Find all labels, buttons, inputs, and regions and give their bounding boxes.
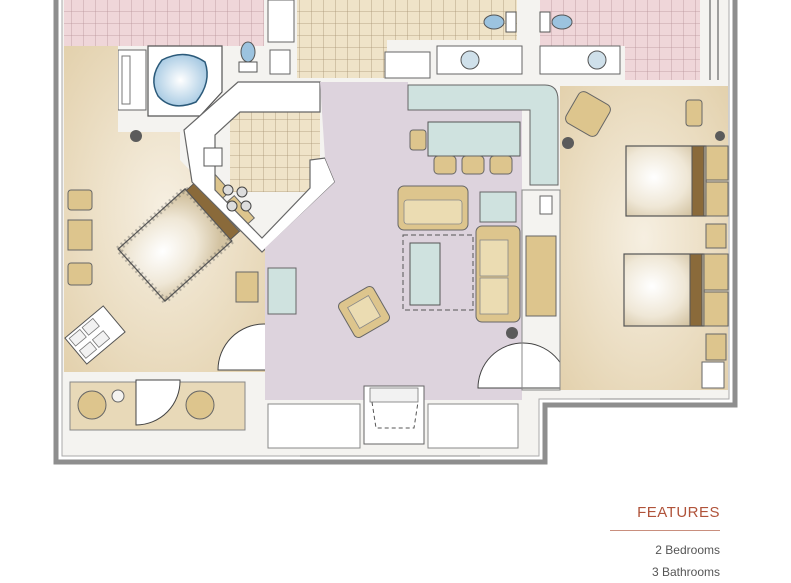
bed-one	[625, 145, 729, 217]
nightstand	[67, 189, 93, 211]
reading-chair	[565, 91, 611, 137]
feature-item-bathrooms: 3 Bathrooms	[651, 565, 720, 579]
breakfast-counter	[407, 84, 559, 186]
wall-divider	[521, 189, 561, 391]
desk-chairs	[64, 305, 126, 365]
sink-icon	[587, 50, 607, 70]
area-rug	[402, 234, 474, 311]
armchair	[338, 286, 390, 338]
guest-bedroom	[560, 86, 728, 390]
lounge-chair	[185, 390, 215, 420]
kitchen-tile	[230, 112, 320, 192]
toilet-icon	[483, 14, 505, 30]
side-table	[479, 191, 517, 223]
dining-table	[427, 121, 521, 157]
sink-icon	[460, 50, 480, 70]
stove-burner	[222, 184, 234, 196]
nightstand	[705, 223, 727, 249]
bathroom-tile-center	[297, 0, 387, 78]
coffee-table	[409, 242, 441, 306]
living-room	[265, 82, 522, 400]
bed-two	[623, 253, 729, 327]
floor-plan	[53, 0, 738, 465]
exterior-wall	[53, 0, 738, 465]
features-title: FEATURES	[637, 504, 720, 521]
features-panel: FEATURES 2 Bedrooms 3 Bathrooms	[610, 500, 720, 583]
toilet-icon	[240, 41, 256, 63]
lounge-chair	[77, 390, 107, 420]
features-divider	[610, 530, 720, 531]
feature-item-bedrooms: 2 Bedrooms	[655, 543, 720, 557]
entry-bench	[267, 267, 297, 315]
toilet-icon	[551, 14, 573, 30]
bathroom-tile-left	[64, 0, 264, 46]
vanity-counter	[539, 45, 621, 75]
